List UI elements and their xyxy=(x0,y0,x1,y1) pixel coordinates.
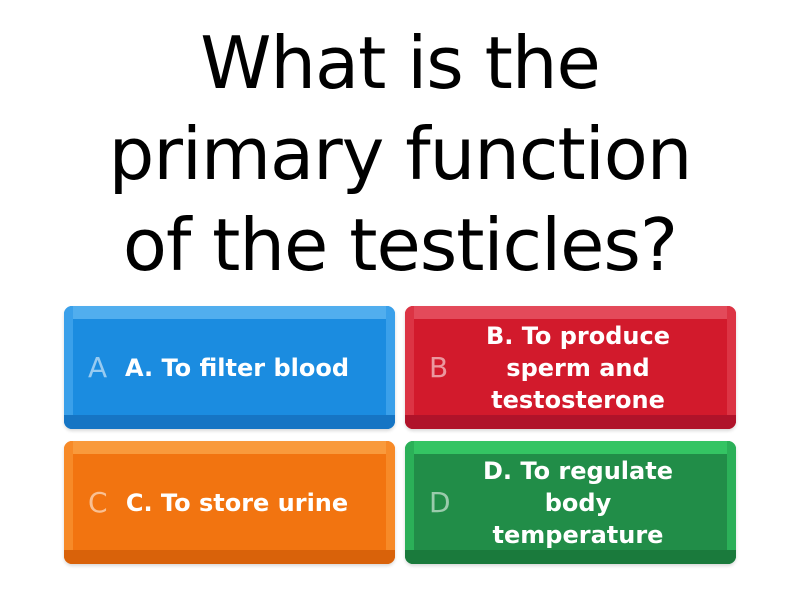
answer-letter: B xyxy=(429,351,449,384)
question-line-2: primary function xyxy=(108,112,693,196)
bevel xyxy=(405,306,414,429)
bevel xyxy=(405,306,736,319)
bevel xyxy=(405,441,736,454)
bevel xyxy=(405,415,736,429)
answer-text: D. To regulate body temperature xyxy=(483,456,673,549)
answer-button-a[interactable]: A A. To filter blood xyxy=(64,306,395,429)
bevel xyxy=(64,306,73,429)
bevel xyxy=(64,441,73,564)
answer-text: B. To produce sperm and testosterone xyxy=(485,321,671,414)
bevel xyxy=(386,441,395,564)
question-title: What is the primary function of the test… xyxy=(40,18,760,291)
answer-letter: A xyxy=(88,351,108,384)
question-line-1: What is the xyxy=(200,21,601,105)
bevel xyxy=(727,306,736,429)
answer-face xyxy=(73,454,386,550)
answer-button-c[interactable]: C C. To store urine xyxy=(64,441,395,564)
bevel xyxy=(64,415,395,429)
answer-button-b[interactable]: B B. To produce sperm and testosterone xyxy=(405,306,736,429)
bevel xyxy=(727,441,736,564)
bevel xyxy=(64,550,395,564)
bevel xyxy=(64,306,395,319)
bevel xyxy=(405,550,736,564)
answer-button-d[interactable]: D D. To regulate body temperature xyxy=(405,441,736,564)
answer-letter: C xyxy=(88,486,108,519)
answer-face xyxy=(414,319,727,415)
answer-face xyxy=(73,319,386,415)
bevel xyxy=(405,441,414,564)
bevel xyxy=(386,306,395,429)
answer-text: A. To filter blood xyxy=(124,353,350,382)
answer-text: C. To store urine xyxy=(125,488,349,517)
answer-face xyxy=(414,454,727,550)
question-line-3: of the testicles? xyxy=(122,203,678,287)
answer-letter: D xyxy=(429,486,451,519)
bevel xyxy=(64,441,395,454)
